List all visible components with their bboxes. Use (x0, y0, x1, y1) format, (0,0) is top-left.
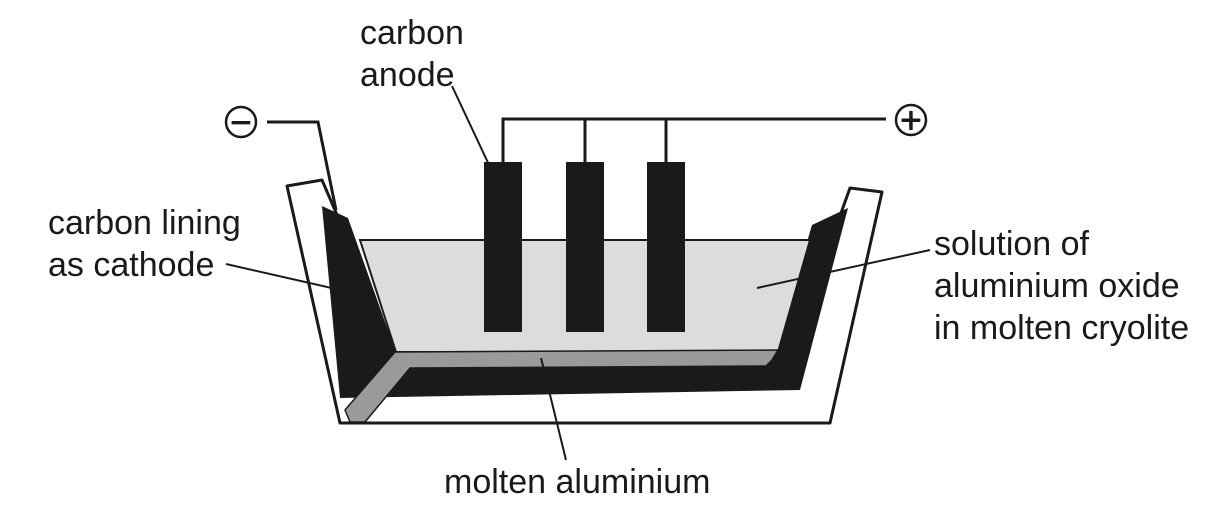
anode-wire-bus (501, 117, 886, 162)
carbon-anode-2 (566, 162, 604, 332)
aluminium-leader-line (540, 357, 567, 461)
carbon-lining-cathode-label: carbon lining as cathode (48, 204, 241, 284)
molten-aluminium-layer (344, 349, 779, 423)
negative-terminal-icon (224, 105, 258, 139)
cathode-wire (267, 120, 338, 211)
electrolyte-label: solution of aluminium oxide in molten cr… (934, 225, 1190, 347)
anode-leader-line (451, 85, 499, 185)
molten-aluminium-label: molten aluminium (444, 463, 711, 501)
carbon-anode-label: carbon anode (360, 14, 464, 94)
negative-terminal-sign: − (228, 105, 253, 140)
carbon-anode-1 (484, 162, 522, 332)
positive-terminal-icon (894, 103, 928, 137)
positive-terminal-sign: + (898, 103, 923, 138)
carbon-anode-3 (647, 162, 685, 332)
electrolyte-leader-line (756, 249, 931, 289)
cathode-leader-line (225, 263, 359, 295)
